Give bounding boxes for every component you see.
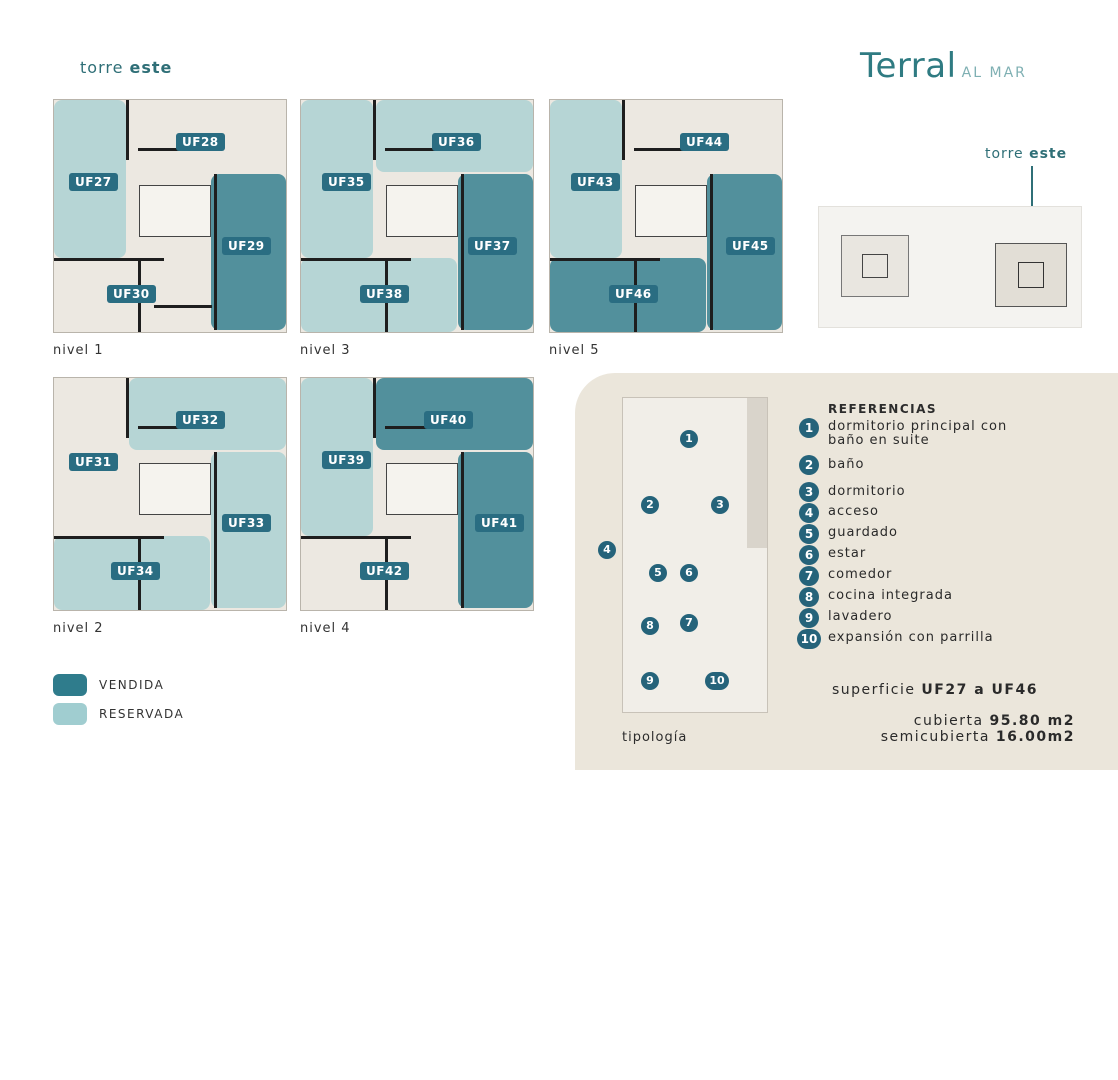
brand-logo: Terral AL MAR — [860, 46, 1070, 86]
ref-item-2: baño — [828, 457, 865, 472]
ref-item-8: cocina integrada — [828, 588, 953, 603]
ref-number: 7 — [799, 566, 819, 586]
ref-item-10: expansión con parrilla — [828, 630, 994, 645]
brand-main: Terral — [860, 46, 957, 86]
ref-item-7: comedor — [828, 567, 893, 582]
legend-reserved-swatch — [53, 703, 87, 725]
unit-label[interactable]: UF30 — [107, 285, 156, 303]
ref-number: 10 — [797, 629, 821, 649]
ref-number: 3 — [799, 482, 819, 502]
plan-nivel-5 — [549, 99, 783, 333]
site-plan — [818, 206, 1082, 328]
ref-item-4: acceso — [828, 504, 879, 519]
surface-covered: cubierta 95.80 m2 — [913, 713, 1075, 729]
tower-title: torre este — [80, 58, 172, 77]
unit-label[interactable]: UF31 — [69, 453, 118, 471]
unit-label[interactable]: UF33 — [222, 514, 271, 532]
unit-label[interactable]: UF40 — [424, 411, 473, 429]
typology-marker: 5 — [649, 564, 667, 582]
typology-marker: 3 — [711, 496, 729, 514]
typology-marker: 2 — [641, 496, 659, 514]
site-tower-name: este — [1029, 146, 1068, 162]
brand-sub: AL MAR — [961, 65, 1027, 81]
unit-label[interactable]: UF46 — [609, 285, 658, 303]
level-label: nivel 1 — [53, 343, 104, 358]
ref-item-9: lavadero — [828, 609, 893, 624]
plan-nivel-3 — [300, 99, 534, 333]
unit-label[interactable]: UF39 — [322, 451, 371, 469]
site-tower-east — [995, 243, 1067, 307]
ref-number: 1 — [799, 418, 819, 438]
ref-item-5: guardado — [828, 525, 898, 540]
site-tower-title: torre este — [985, 146, 1067, 162]
unit-label[interactable]: UF38 — [360, 285, 409, 303]
ref-number: 9 — [799, 608, 819, 628]
ref-item-6: estar — [828, 546, 867, 561]
level-label: nivel 4 — [300, 621, 351, 636]
typology-marker: 10 — [705, 672, 729, 690]
site-tower-prefix: torre — [985, 146, 1024, 162]
typology-marker: 8 — [641, 617, 659, 635]
unit-label[interactable]: UF35 — [322, 173, 371, 191]
unit-label[interactable]: UF45 — [726, 237, 775, 255]
level-label: nivel 2 — [53, 621, 104, 636]
legend-sold-label: VENDIDA — [99, 678, 165, 692]
unit-label[interactable]: UF41 — [475, 514, 524, 532]
unit-label[interactable]: UF36 — [432, 133, 481, 151]
site-tower-west — [841, 235, 909, 297]
typology-marker: 9 — [641, 672, 659, 690]
typology-marker: 7 — [680, 614, 698, 632]
unit-label[interactable]: UF43 — [571, 173, 620, 191]
plan-nivel-2 — [53, 377, 287, 611]
unit-label[interactable]: UF44 — [680, 133, 729, 151]
unit-label[interactable]: UF42 — [360, 562, 409, 580]
plan-core — [139, 185, 211, 237]
level-label: nivel 3 — [300, 343, 351, 358]
legend-sold-swatch — [53, 674, 87, 696]
ref-item-1: dormitorio principal con baño en suite — [828, 419, 1008, 448]
unit-label[interactable]: UF27 — [69, 173, 118, 191]
ref-number: 5 — [799, 524, 819, 544]
typology-marker: 1 — [680, 430, 698, 448]
unit-label[interactable]: UF29 — [222, 237, 271, 255]
plan-nivel-4 — [300, 377, 534, 611]
unit-label[interactable]: UF32 — [176, 411, 225, 429]
typology-marker: 4 — [598, 541, 616, 559]
ref-number: 2 — [799, 455, 819, 475]
tower-name: este — [129, 58, 173, 77]
ref-number: 6 — [799, 545, 819, 565]
references-title: REFERENCIAS — [828, 402, 938, 416]
typology-marker: 6 — [680, 564, 698, 582]
tower-prefix: torre — [80, 58, 124, 77]
unit-label[interactable]: UF37 — [468, 237, 517, 255]
ref-number: 4 — [799, 503, 819, 523]
level-label: nivel 5 — [549, 343, 600, 358]
surface-title: superficie UF27 a UF46 — [832, 682, 1038, 698]
ref-number: 8 — [799, 587, 819, 607]
unit-label[interactable]: UF34 — [111, 562, 160, 580]
surface-semi: semicubierta 16.00m2 — [880, 729, 1075, 745]
legend-reserved-label: RESERVADA — [99, 707, 185, 721]
ref-item-3: dormitorio — [828, 484, 906, 499]
plan-nivel-1 — [53, 99, 287, 333]
typology-label: tipología — [622, 730, 688, 745]
typology-plan — [622, 397, 768, 713]
unit-label[interactable]: UF28 — [176, 133, 225, 151]
